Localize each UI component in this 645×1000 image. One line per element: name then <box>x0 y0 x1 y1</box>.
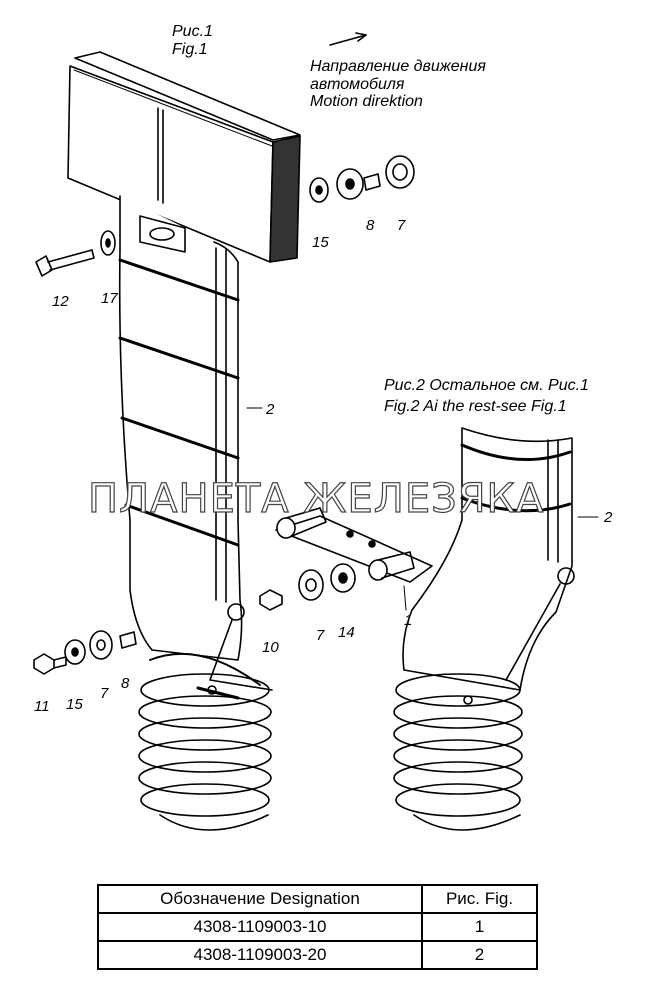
callout-17: 17 <box>101 290 118 307</box>
fig1-title-ru: Рис.1 <box>172 23 213 40</box>
callout-7-mid: 7 <box>316 627 325 644</box>
callout-7-top: 7 <box>397 217 406 234</box>
callout-2-fig2: 2 <box>603 509 613 526</box>
callout-2-fig1: 2 <box>265 401 275 418</box>
callout-15-top: 15 <box>312 234 329 251</box>
callout-14: 14 <box>338 624 355 641</box>
callout-8-top: 8 <box>366 217 375 234</box>
watermark: ПЛАНЕТА ЖЕЛЕЗЯКА <box>88 476 544 522</box>
callout-8-bottom: 8 <box>121 675 130 692</box>
callout-1: 1 <box>404 612 412 629</box>
designation-cell: 4308-1109003-20 <box>97 940 423 970</box>
header-figure: Рис. Fig. <box>421 884 538 914</box>
corrugated-hose-fig1 <box>138 652 272 831</box>
table-row: 4308-1109003-10 1 <box>97 912 538 942</box>
direction-line2: автомобиля <box>310 76 405 93</box>
callout-10: 10 <box>262 639 279 656</box>
fig1-title-en: Fig.1 <box>172 41 208 58</box>
corrugated-hose-fig2 <box>393 673 523 831</box>
fasteners-fig1 <box>33 155 415 675</box>
table-row: 4308-1109003-20 2 <box>97 940 538 970</box>
direction-line1: Направление движения <box>310 58 486 75</box>
designation-table: Обозначение Designation Рис. Fig. 4308-1… <box>97 884 538 970</box>
designation-cell: 4308-1109003-10 <box>97 912 423 942</box>
air-intake-head <box>67 51 301 263</box>
direction-line3: Motion direktion <box>310 93 423 110</box>
direction-arrow <box>329 32 367 46</box>
intake-pipe-body <box>118 195 273 691</box>
callout-11: 11 <box>34 698 50 715</box>
intake-pipe-fig2 <box>275 427 575 691</box>
table-header-row: Обозначение Designation Рис. Fig. <box>97 884 538 914</box>
callout-12: 12 <box>52 293 69 310</box>
callout-7-bottom: 7 <box>100 685 109 702</box>
fig2-title-line1: Рис.2 Остальное см. Рис.1 <box>384 377 589 394</box>
header-designation: Обозначение Designation <box>97 884 423 914</box>
figure-cell: 1 <box>421 912 538 942</box>
leader-lines <box>246 407 599 611</box>
callout-15-bottom: 15 <box>66 696 83 713</box>
figure-cell: 2 <box>421 940 538 970</box>
fig2-title-line2: Fig.2 Ai the rest-see Fig.1 <box>384 398 567 415</box>
